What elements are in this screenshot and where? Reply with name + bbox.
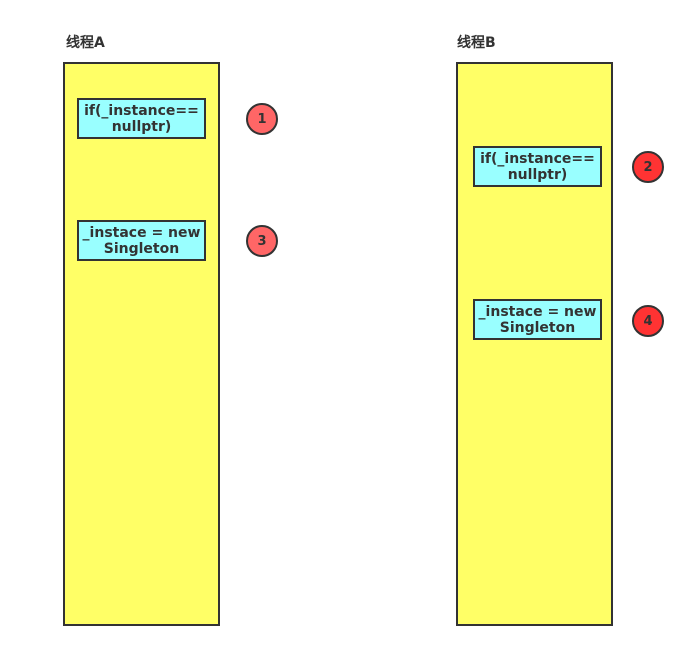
thread-a-lane: [63, 62, 220, 626]
step-text-line: if(_instance==: [480, 150, 595, 167]
step-text-line: nullptr): [507, 166, 568, 183]
step-text-line: nullptr): [111, 118, 172, 135]
step-text-line: _instace = new: [82, 224, 201, 241]
step-text-line: Singleton: [103, 240, 180, 257]
thread-b-step-assign: _instace = new Singleton: [473, 299, 602, 340]
step-text-line: Singleton: [499, 319, 576, 336]
thread-b-title: 线程B: [457, 35, 496, 51]
step-text-line: _instace = new: [478, 303, 597, 320]
thread-a-title: 线程A: [66, 35, 105, 51]
step-text-line: if(_instance==: [84, 102, 199, 119]
step-order-badge-4: 4: [632, 305, 664, 337]
thread-a-step-assign: _instace = new Singleton: [77, 220, 206, 261]
step-order-badge-1: 1: [246, 103, 278, 135]
thread-b-step-check: if(_instance== nullptr): [473, 146, 602, 187]
step-order-badge-2: 2: [632, 151, 664, 183]
step-order-badge-3: 3: [246, 225, 278, 257]
thread-a-step-check: if(_instance== nullptr): [77, 98, 206, 139]
